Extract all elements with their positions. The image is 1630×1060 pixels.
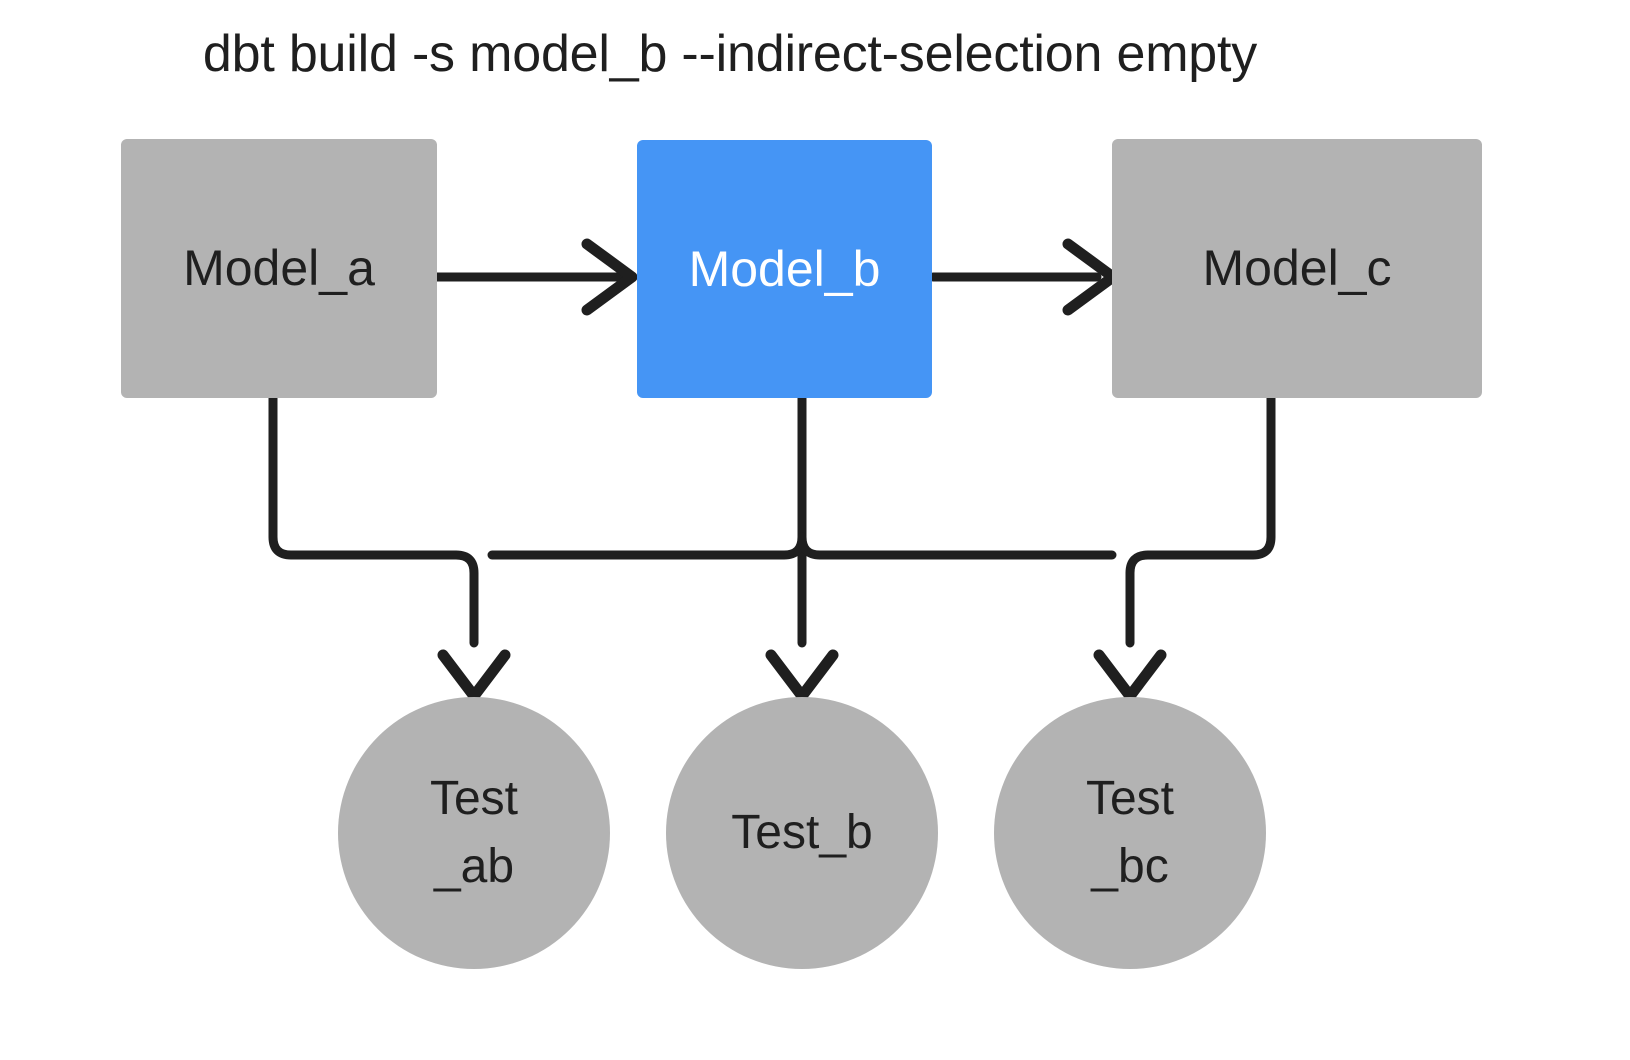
node-model-c[interactable] [1112,139,1482,398]
edge-model-a-to-test-ab [268,393,479,648]
node-layer [121,139,1482,969]
arrowhead-test-ab-in [437,649,511,702]
edge-model-c-to-test-bc [1125,393,1276,648]
node-model-a[interactable] [121,139,437,398]
node-test-bc[interactable] [994,697,1266,969]
arrowhead-test-b-in [765,649,839,702]
node-test-ab[interactable] [338,697,610,969]
arrowhead-test-bc-in [1093,649,1167,702]
edge-model-b-to-test-ab [487,532,807,560]
edge-model-b-to-test-bc [797,532,1117,560]
edge-layer [268,272,1276,648]
arrowhead-model-b-in [581,238,638,316]
node-test-b[interactable] [666,697,938,969]
node-model-b[interactable] [637,140,932,398]
arrowhead-layer [437,238,1167,702]
diagram-title: dbt build -s model_b --indirect-selectio… [202,25,1258,83]
